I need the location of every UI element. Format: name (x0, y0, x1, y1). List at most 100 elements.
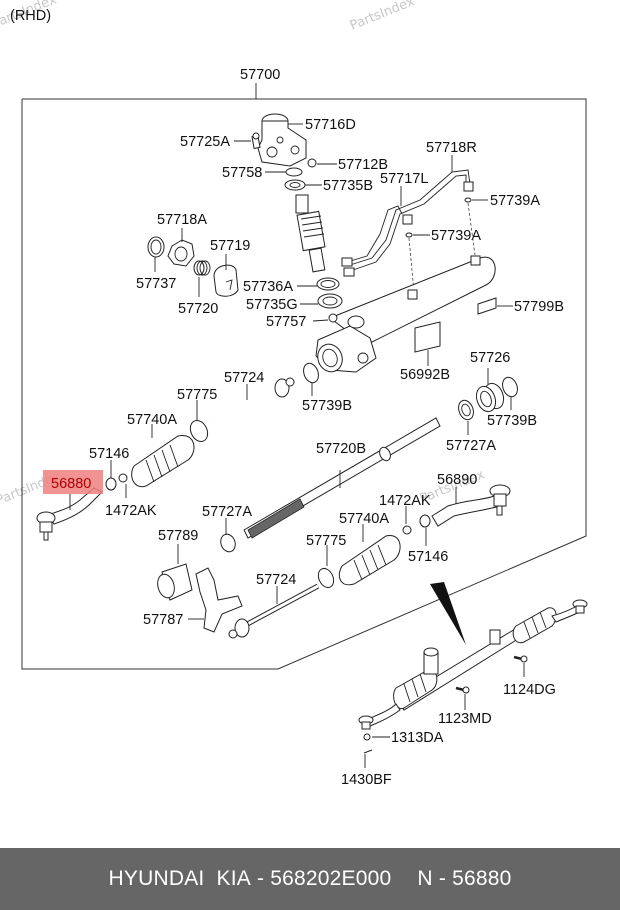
highlight-box-56880 (43, 470, 103, 494)
dash: - (257, 867, 265, 890)
callout-57737[interactable]: 57737 (136, 276, 176, 292)
watermark: PartsIndex (348, 0, 417, 34)
clip-1472AK-part[interactable] (118, 473, 128, 483)
callout-1472AK-2[interactable]: 1472AK (379, 493, 431, 509)
callout-57712B[interactable]: 57712B (338, 157, 388, 173)
callout-1124DG[interactable]: 1124DG (503, 682, 556, 698)
part-info-footer: HYUNDAI KIA - 568202E000 N - 56880 (0, 848, 620, 910)
tie-rod-end-56880-part[interactable] (36, 487, 103, 541)
seal-57727A-part[interactable] (456, 398, 476, 422)
steering-gear-overview[interactable] (358, 599, 588, 730)
label-57799B-part[interactable] (477, 297, 497, 315)
bracket-57787-part[interactable] (195, 567, 243, 633)
callout-56992B[interactable]: 56992B (400, 367, 450, 383)
label-56992B-part[interactable] (414, 321, 441, 353)
nut-57712B-part[interactable] (307, 158, 317, 168)
dash: - (438, 867, 447, 890)
callout-57720B[interactable]: 57720B (316, 441, 366, 457)
callout-57739B-1[interactable]: 57739B (302, 398, 352, 414)
callout-56890[interactable]: 56890 (437, 472, 477, 488)
pipe-assembly-part[interactable] (341, 169, 474, 277)
callout-57758[interactable]: 57758 (222, 165, 262, 181)
assembly-part-number[interactable]: 57700 (240, 67, 280, 83)
callout-57716D[interactable]: 57716D (305, 117, 356, 133)
position-prefix: N (417, 867, 433, 890)
callout-57739A-2[interactable]: 57739A (431, 228, 481, 244)
oring-57739A-part[interactable] (464, 197, 472, 203)
rack-housing-part[interactable] (314, 255, 496, 375)
inner-tie-rod-part[interactable] (209, 377, 295, 424)
callout-1123MD[interactable]: 1123MD (438, 711, 492, 727)
callout-57735G[interactable]: 57735G (246, 297, 298, 313)
assembly-frame (21, 98, 587, 670)
callout-1472AK-1[interactable]: 1472AK (105, 503, 157, 519)
tie-rod-end-56890-part[interactable] (431, 484, 511, 527)
callout-1430BF[interactable]: 1430BF (341, 772, 392, 788)
clip-1472AK-part[interactable] (402, 525, 412, 535)
pinion-shaft-part[interactable] (295, 194, 326, 273)
nut-1313DA-part[interactable] (363, 733, 371, 741)
variant-label: (RHD) (10, 8, 51, 24)
seal-57735B-part[interactable] (284, 179, 306, 191)
callout-57725A[interactable]: 57725A (180, 134, 230, 150)
nut-57146-part[interactable] (419, 514, 431, 528)
callout-57775-2[interactable]: 57775 (306, 533, 346, 549)
callout-57789[interactable]: 57789 (158, 528, 198, 544)
nut-57146-part[interactable] (105, 477, 117, 491)
bush-57726-part[interactable] (473, 381, 507, 415)
callout-57735B[interactable]: 57735B (323, 178, 373, 194)
seal-57758-part[interactable] (285, 167, 303, 177)
seal-57736A-part[interactable] (316, 277, 340, 291)
seal-57727A-part[interactable] (218, 532, 237, 554)
callout-57726[interactable]: 57726 (470, 350, 510, 366)
callout-57799B[interactable]: 57799B (514, 299, 564, 315)
callout-57718R[interactable]: 57718R (426, 140, 477, 156)
oring-57739B-part[interactable] (301, 361, 321, 385)
callout-57718A[interactable]: 57718A (157, 212, 207, 228)
bolt-57725A-part[interactable] (251, 132, 261, 150)
seal-57735G-part[interactable] (317, 293, 343, 309)
callout-57720[interactable]: 57720 (178, 301, 218, 317)
valve-housing-part[interactable] (257, 113, 307, 167)
callout-57717L[interactable]: 57717L (380, 171, 428, 187)
callout-57740A-1[interactable]: 57740A (127, 412, 177, 428)
cotter-pin-1430BF-part[interactable] (363, 749, 373, 754)
spring-57720-part[interactable] (193, 260, 211, 276)
nut-57718A-part[interactable] (167, 239, 195, 267)
callout-57719[interactable]: 57719 (210, 238, 250, 254)
bolt-1123MD-part[interactable] (455, 686, 470, 694)
callout-57724-1[interactable]: 57724 (224, 370, 264, 386)
parts-diagram: PartsIndex PartsIndex PartsIndex PartsIn… (0, 0, 588, 788)
inner-tie-rod-part[interactable] (228, 583, 320, 639)
callout-57739B-2[interactable]: 57739B (487, 413, 537, 429)
bush-57789-part[interactable] (155, 563, 193, 601)
pointer-arrow (430, 582, 466, 645)
oring-57739B-part[interactable] (500, 375, 520, 399)
band-57775-part[interactable] (187, 418, 211, 445)
callout-57787[interactable]: 57787 (143, 612, 183, 628)
band-57775-part[interactable] (315, 566, 336, 590)
callout-57757[interactable]: 57757 (266, 314, 306, 330)
oem-number[interactable]: 568202E000 (270, 867, 392, 890)
callout-57724-2[interactable]: 57724 (256, 572, 296, 588)
callout-56880[interactable]: 56880 (51, 476, 91, 492)
dash-line (408, 237, 415, 293)
bolt-1124DG-part[interactable] (513, 655, 528, 663)
callout-1313DA[interactable]: 1313DA (391, 730, 444, 746)
position-number: 56880 (452, 867, 512, 890)
leader-57757 (312, 319, 329, 322)
callout-57775-1[interactable]: 57775 (177, 387, 217, 403)
callout-57739A-1[interactable]: 57739A (490, 193, 540, 209)
bellows-57740A-part[interactable] (131, 435, 195, 488)
bellows-57740A-part[interactable] (338, 535, 401, 586)
yoke-57719-part[interactable] (213, 264, 239, 297)
oring-57739A-part[interactable] (405, 232, 413, 238)
callout-57146-2[interactable]: 57146 (408, 549, 448, 565)
callout-57740A-2[interactable]: 57740A (339, 511, 389, 527)
callout-57146-1[interactable]: 57146 (89, 446, 129, 462)
rack-bar-57720B-part[interactable] (243, 417, 441, 539)
callout-57727A-2[interactable]: 57727A (202, 504, 252, 520)
callout-57727A-1[interactable]: 57727A (446, 438, 496, 454)
nut-57757-part[interactable] (328, 313, 338, 323)
callout-57736A[interactable]: 57736A (243, 279, 293, 295)
